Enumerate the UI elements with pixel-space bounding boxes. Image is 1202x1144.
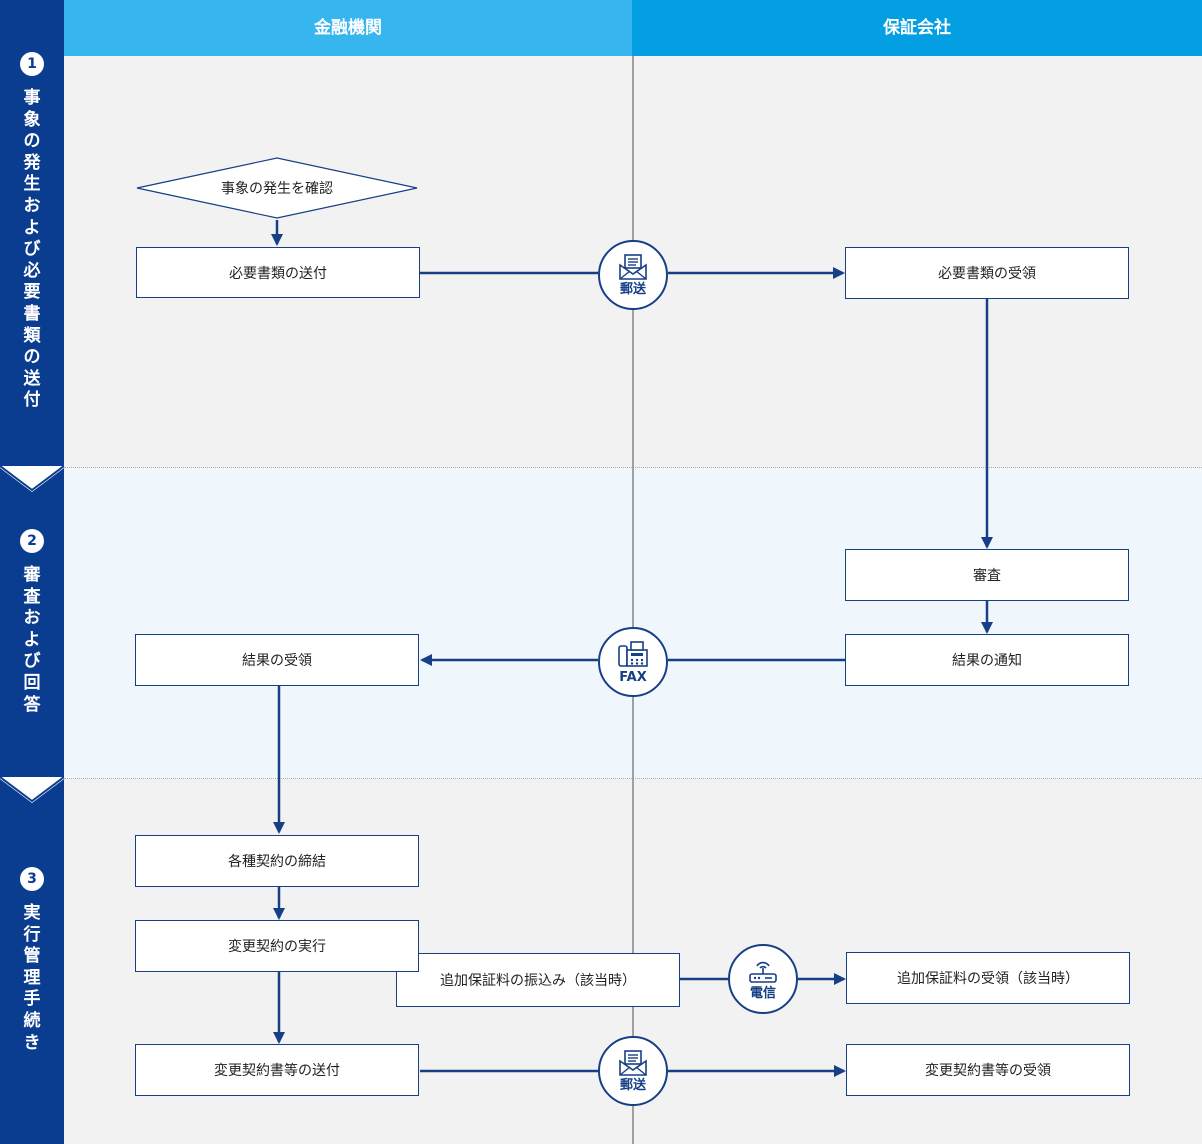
decision-diamond <box>136 157 418 219</box>
step-3-number: 3 <box>20 867 44 891</box>
node-receive-fee: 追加保証料の受領（該当時） <box>846 952 1130 1004</box>
node-review: 審査 <box>845 549 1129 601</box>
channel-wire: 電信 <box>728 944 798 1014</box>
channel-label: 郵送 <box>619 1077 646 1093</box>
node-conclude-contracts: 各種契約の締結 <box>135 835 419 887</box>
envelope-icon <box>619 1049 647 1076</box>
step-1-number: 1 <box>20 52 44 76</box>
envelope-icon <box>619 253 647 280</box>
step-2-number: 2 <box>20 529 44 553</box>
node-send-change-docs: 変更契約書等の送付 <box>135 1044 419 1096</box>
step-2-title: 審査および回答 <box>23 565 41 715</box>
channel-mail-2: 郵送 <box>598 1036 668 1106</box>
node-send-docs: 必要書類の送付 <box>136 247 420 298</box>
step-3-title: 実行管理手続き <box>23 903 41 1053</box>
channel-label: 電信 <box>749 985 776 1001</box>
channel-mail-1: 郵送 <box>598 240 668 310</box>
node-execute-change: 変更契約の実行 <box>135 920 419 972</box>
chevron-down-icon <box>0 466 64 492</box>
channel-label: FAX <box>619 669 647 685</box>
fax-icon <box>618 640 648 667</box>
node-receive-change-docs: 変更契約書等の受領 <box>846 1044 1130 1096</box>
node-receive-result: 結果の受領 <box>135 634 419 686</box>
step-sidebar <box>0 0 64 1144</box>
node-receive-docs: 必要書類の受領 <box>845 247 1129 299</box>
column-header-guarantor: 保証会社 <box>632 0 1202 56</box>
channel-label: 郵送 <box>619 281 646 297</box>
step-1-title: 事象の発生および必要書類の送付 <box>23 88 41 411</box>
chevron-down-icon <box>0 777 64 803</box>
router-icon <box>749 961 777 983</box>
column-header-bank: 金融機関 <box>64 0 632 56</box>
channel-fax: FAX <box>598 627 668 697</box>
node-notify-result: 結果の通知 <box>845 634 1129 686</box>
node-confirm-event: 事象の発生を確認 <box>221 181 333 197</box>
node-transfer-fee: 追加保証料の振込み（該当時） <box>396 953 680 1007</box>
